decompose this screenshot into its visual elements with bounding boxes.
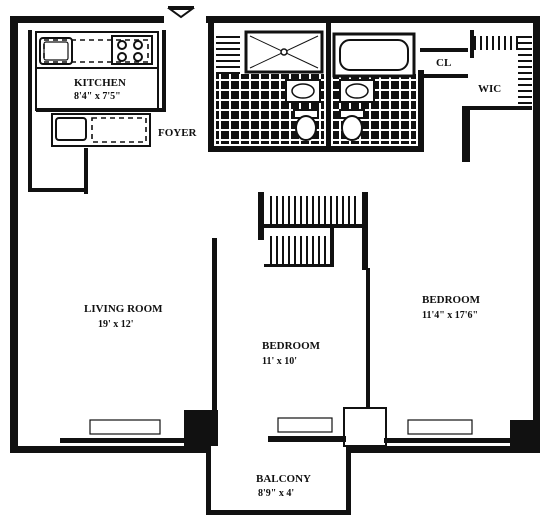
stove-icon <box>111 35 153 65</box>
kitchen-size: 8'4" x 7'5" <box>74 91 121 102</box>
bathrooms <box>208 22 424 152</box>
walk-in-closet-label: WIC <box>478 83 501 95</box>
foyer-closet <box>51 113 151 190</box>
small-bedroom-label: BEDROOM <box>262 340 321 352</box>
shower-icon <box>244 30 324 74</box>
balcony-outline <box>206 446 351 515</box>
exterior-walls <box>10 16 540 453</box>
sink-icon <box>339 79 375 103</box>
small-bedroom-size: 11' x 10' <box>262 356 297 367</box>
bathtub-icon <box>332 32 416 78</box>
entry-arrow-icon <box>166 6 196 19</box>
toilet-icon <box>339 109 365 141</box>
large-bedroom-label: BEDROOM <box>422 294 481 306</box>
small-bedroom-walls <box>258 192 387 447</box>
balcony-size: 8'9" x 4' <box>258 488 294 499</box>
living-room-size: 19' x 12' <box>98 319 134 330</box>
foyer-label: FOYER <box>158 127 198 139</box>
large-bedroom-size: 11'4" x 17'6" <box>422 310 478 321</box>
kitchen-label: KITCHEN <box>74 77 126 89</box>
large-bedroom-walls <box>366 268 534 446</box>
sink-icon <box>39 37 73 65</box>
living-room-label: LIVING ROOM <box>84 303 163 315</box>
closets <box>420 30 532 162</box>
toilet-icon <box>293 109 319 141</box>
closet-label: CL <box>436 57 451 69</box>
sink-icon <box>285 79 321 103</box>
balcony-label: BALCONY <box>256 473 311 485</box>
living-room-walls <box>60 188 218 446</box>
kitchen-area <box>35 30 166 112</box>
